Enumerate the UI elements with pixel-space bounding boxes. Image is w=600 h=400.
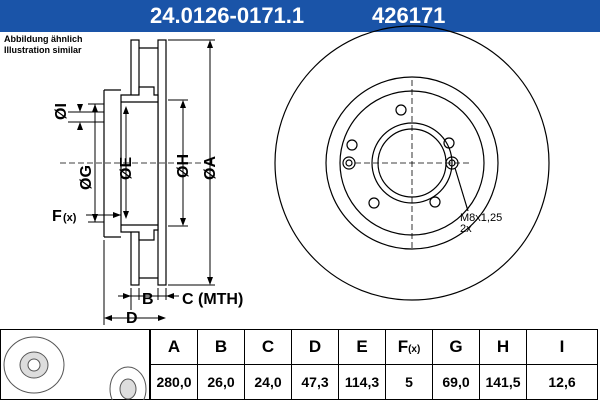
- header-D: D: [291, 329, 339, 365]
- value-A: 280,0: [150, 364, 198, 400]
- disc-section-view: [103, 39, 167, 286]
- header-G: G: [432, 329, 480, 365]
- value-H: 141,5: [479, 364, 527, 400]
- value-C: 24,0: [244, 364, 292, 400]
- label-G: ØG: [78, 165, 95, 190]
- label-thread: M8x1,25: [460, 212, 502, 224]
- disc-thumbnail: [0, 329, 150, 400]
- header-F: F(x): [385, 329, 433, 365]
- value-E: 114,3: [338, 364, 386, 400]
- reference-number: 426171: [372, 3, 446, 28]
- label-A: ØA: [202, 156, 219, 180]
- header-A: A: [150, 329, 198, 365]
- label-C: C (MTH): [182, 291, 243, 308]
- label-I: ØI: [53, 103, 70, 120]
- header-H: H: [479, 329, 527, 365]
- label-thread-count: 2x: [460, 223, 472, 235]
- value-G: 69,0: [432, 364, 480, 400]
- disc-front-view: [274, 25, 550, 301]
- label-E: ØE: [118, 157, 135, 180]
- dimension-table: A B C D E F(x) G H I 280,0 26,0 24,0 47,…: [150, 329, 598, 400]
- header-B: B: [197, 329, 245, 365]
- label-F-sub: (x): [63, 212, 77, 224]
- header-F-letter: F: [397, 337, 409, 356]
- technical-drawing: ØI ØG ØE ØH ØA F (x) B C (MTH) D M8x1,25…: [52, 25, 550, 327]
- title-bar: 24.0126-0171.1 426171: [0, 0, 600, 32]
- label-B: B: [142, 291, 154, 308]
- header-E: E: [338, 329, 386, 365]
- part-number: 24.0126-0171.1: [150, 3, 305, 28]
- label-D: D: [126, 310, 138, 327]
- label-H: ØH: [175, 154, 192, 178]
- value-D: 47,3: [291, 364, 339, 400]
- header-C: C: [244, 329, 292, 365]
- note-english: Illustration similar: [4, 45, 82, 55]
- header-I: I: [526, 329, 598, 365]
- header-F-sub: (x): [408, 344, 421, 355]
- value-F: 5: [385, 364, 433, 400]
- note-german: Abbildung ähnlich: [4, 34, 83, 44]
- value-I: 12,6: [526, 364, 598, 400]
- value-B: 26,0: [197, 364, 245, 400]
- label-F: F: [52, 208, 62, 225]
